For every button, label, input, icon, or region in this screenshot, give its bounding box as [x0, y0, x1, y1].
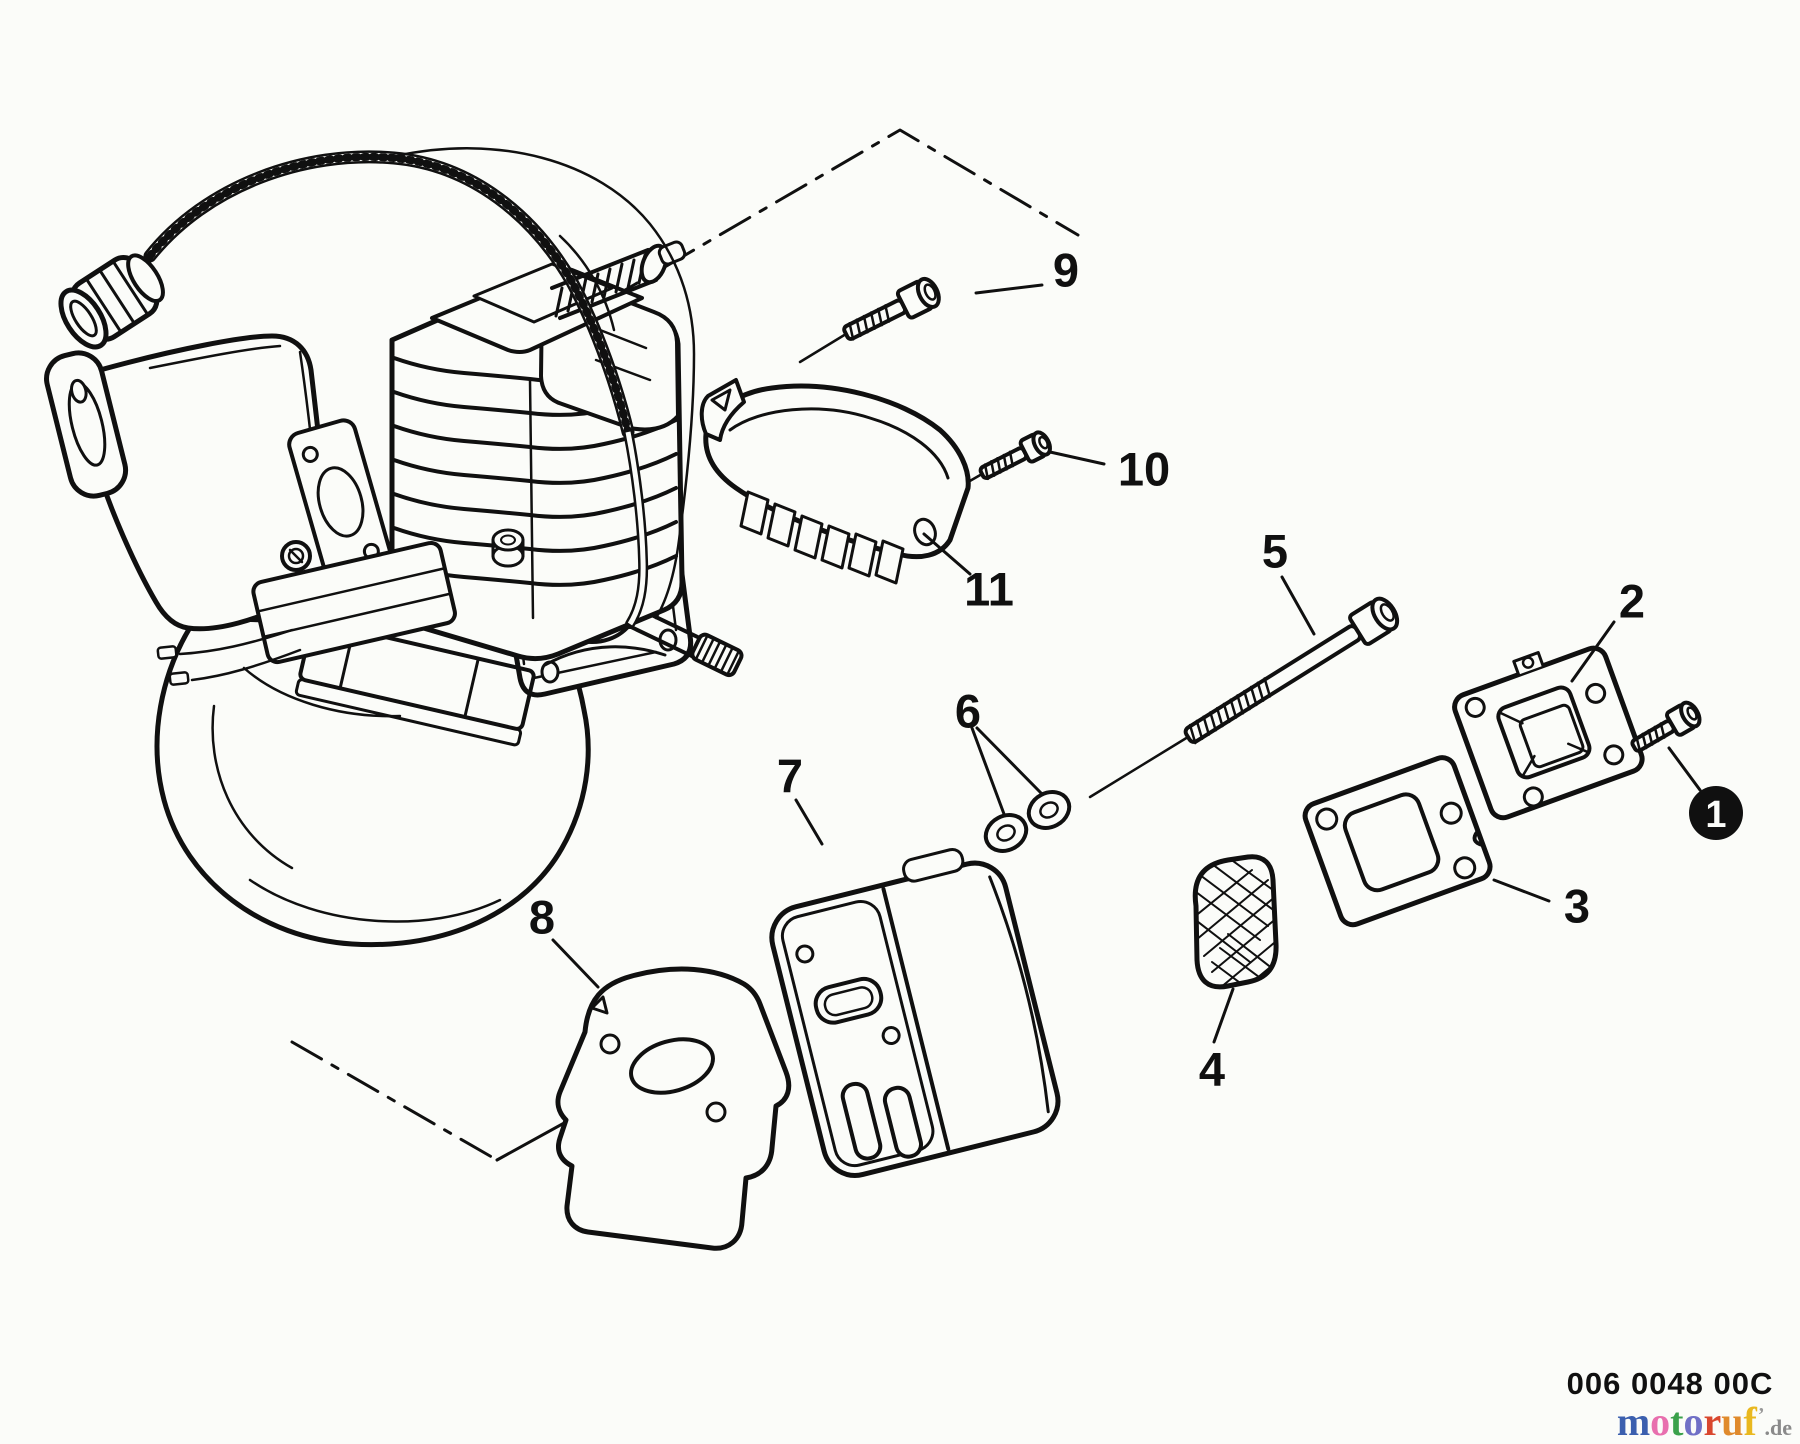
logo-letters: motoruf: [1617, 1399, 1757, 1444]
shaft-threaded-tip: [690, 632, 744, 678]
axis-line-bolt-9: [798, 332, 848, 364]
part-3-gasket: [1302, 755, 1493, 928]
logo-suffix: .de: [1764, 1415, 1793, 1440]
leader-8: [551, 938, 600, 989]
callout-8: 8: [528, 890, 556, 944]
part-1-screw: [1630, 700, 1702, 753]
spark-plug-boot: [58, 253, 165, 350]
leader-7: [794, 798, 824, 846]
callout-5: 5: [1261, 524, 1289, 578]
leader-11: [922, 532, 972, 576]
logo-letter: o: [1683, 1399, 1704, 1444]
axis-line-bolt-5: [1088, 735, 1190, 799]
ignition-coil: [251, 540, 457, 665]
engine-exhaust-gasket: [287, 418, 394, 586]
callout-9: 9: [1052, 243, 1080, 297]
part-7-muffler: [769, 847, 1061, 1178]
callout-10: 10: [1117, 442, 1171, 496]
motoruf-watermark-logo[interactable]: motoruf’.de: [1617, 1402, 1792, 1442]
logo-letter: o: [1650, 1399, 1671, 1444]
crankcase: [154, 615, 591, 948]
leader-3: [1492, 878, 1551, 903]
callout-3: 3: [1563, 879, 1591, 933]
logo-letter: t: [1670, 1399, 1684, 1444]
logo-letter: u: [1721, 1399, 1744, 1444]
leader-9: [974, 283, 1044, 295]
leader-6a: [970, 726, 1006, 816]
callout-1-label: 1: [1705, 794, 1726, 836]
part-6-washers: [983, 790, 1072, 853]
part-2-flange: [1452, 645, 1645, 821]
leader-4: [1212, 987, 1235, 1044]
part-9-bolt: [842, 276, 941, 341]
callout-1-badge: 1: [1689, 786, 1743, 840]
blower-cone-mouth: [44, 350, 129, 499]
logo-tick: ’: [1757, 1404, 1765, 1426]
spark-plug-wire: [143, 150, 649, 629]
part-4-screen: [1192, 854, 1279, 990]
intake-spigot-spring: [550, 240, 687, 320]
callout-6: 6: [954, 684, 982, 738]
leader-6b: [975, 726, 1044, 796]
callout-4: 4: [1198, 1042, 1226, 1096]
logo-letter: r: [1703, 1399, 1722, 1444]
leader-5: [1280, 575, 1316, 636]
part-8-heat-shield: [555, 966, 792, 1251]
drawing-code: 006 0048 00C: [1566, 1366, 1774, 1401]
decompression-valve: [491, 528, 525, 568]
leader-2: [1570, 620, 1616, 683]
callout-11: 11: [964, 562, 1014, 616]
leader-1: [1667, 746, 1702, 792]
throttle-wire: [394, 147, 696, 620]
logo-letter: m: [1616, 1399, 1651, 1444]
part-5-bolt: [1183, 596, 1400, 745]
callout-7: 7: [776, 749, 804, 803]
center-line-bottom: [290, 1040, 499, 1162]
leader-10: [1048, 450, 1106, 466]
wire-terminal: [168, 671, 190, 686]
part-10-screw: [978, 430, 1052, 481]
engine-assembly-illustration: [44, 147, 744, 948]
part-11-muffler-cover: [699, 378, 971, 585]
logo-letter: f: [1743, 1399, 1757, 1444]
callout-leader-lines: [551, 283, 1702, 1044]
wire-terminal: [156, 645, 178, 660]
cover-louvers: [739, 490, 905, 585]
screen-mesh: [1195, 856, 1277, 987]
kill-switch-wires: [156, 628, 302, 686]
callout-2: 2: [1618, 574, 1646, 628]
center-line-top: [606, 128, 1080, 302]
wire-detail: [558, 234, 616, 332]
